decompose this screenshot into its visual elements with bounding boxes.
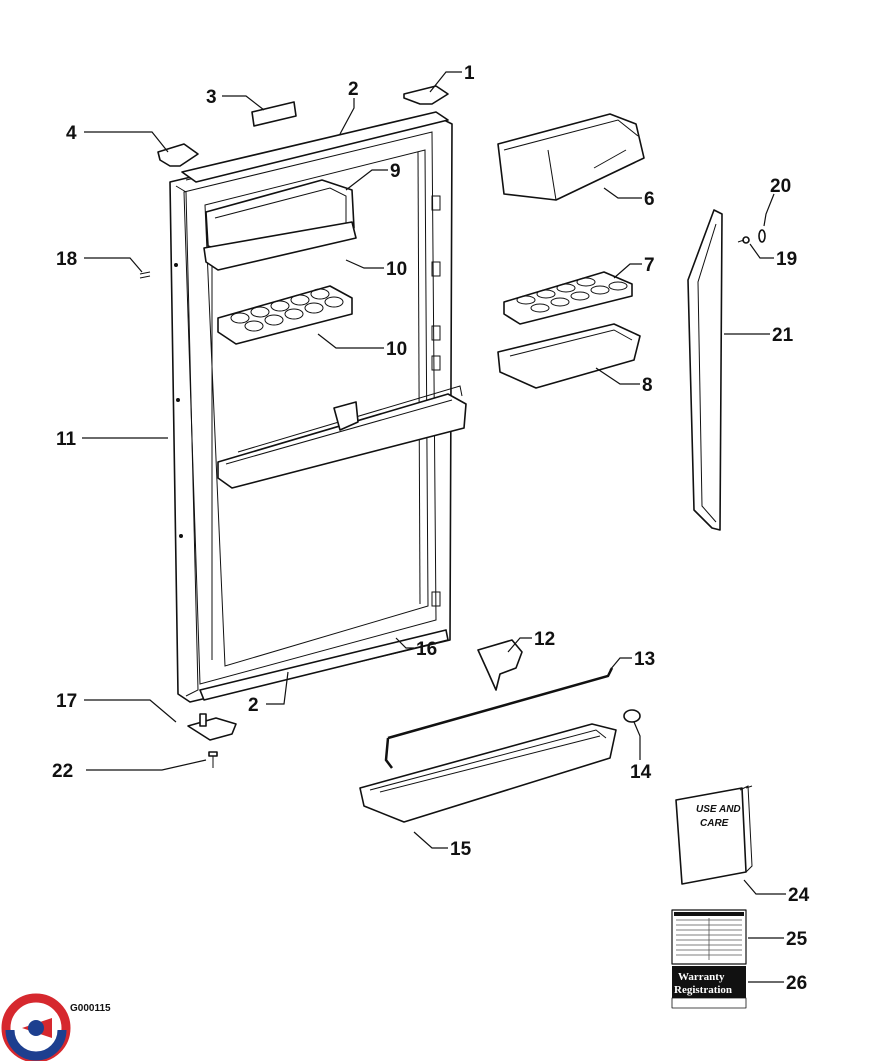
top-hinge	[157, 143, 199, 167]
callout-numbers: 1 2 3 4 6 7 8 9 10 10 11 12 13 14 15 16 …	[52, 63, 810, 994]
hinge-screw	[208, 751, 218, 768]
diagram-code: G000115	[70, 1003, 111, 1014]
brand-logo	[1, 993, 71, 1061]
door-handle-inner	[697, 223, 717, 523]
callout-4: 4	[66, 123, 77, 144]
door-egg-shelf	[217, 285, 353, 345]
callout-7: 7	[644, 255, 655, 276]
door-bottom-shelf	[217, 385, 467, 489]
trim-plate	[251, 101, 297, 127]
callout-24: 24	[788, 885, 810, 906]
door-screw	[139, 271, 151, 279]
callout-18: 18	[56, 249, 77, 270]
egg-tray	[503, 271, 633, 325]
hinge-pin	[199, 713, 207, 727]
callout-11: 11	[56, 429, 77, 450]
callout-10-upper: 10	[386, 259, 407, 280]
small-door-bin	[497, 323, 641, 389]
handle-screw	[737, 236, 750, 244]
callout-19: 19	[776, 249, 797, 270]
leader-lines	[82, 71, 786, 983]
door-handle	[687, 209, 723, 531]
hinge-cap	[403, 85, 449, 105]
bar-retainer	[477, 639, 523, 691]
shelf-bar	[384, 667, 614, 769]
callout-2-bottom: 2	[248, 695, 259, 716]
callout-15: 15	[450, 839, 472, 860]
callout-8: 8	[642, 375, 653, 396]
callout-26: 26	[786, 973, 807, 994]
callout-21: 21	[772, 325, 794, 346]
use-and-care-manual: USE AND CARE	[675, 785, 753, 885]
warranty-card: Warranty Registration	[671, 966, 747, 1009]
manual-title-line1: USE AND	[696, 804, 741, 815]
manual-title-line2: CARE	[700, 818, 729, 829]
callout-1: 1	[464, 63, 475, 84]
callout-25: 25	[786, 929, 808, 950]
dairy-compartment	[203, 179, 357, 271]
callout-6: 6	[644, 189, 655, 210]
top-trim	[181, 111, 449, 183]
callout-22: 22	[52, 761, 73, 782]
callout-12: 12	[534, 629, 555, 650]
callout-10-lower: 10	[386, 339, 407, 360]
warranty-line1: Warranty	[678, 971, 725, 983]
callout-16: 16	[416, 639, 437, 660]
warranty-line2: Registration	[674, 984, 732, 996]
callout-9: 9	[390, 161, 401, 182]
callout-14: 14	[630, 762, 652, 783]
bottom-door-shelf	[359, 723, 617, 823]
dairy-door	[497, 113, 645, 201]
callout-17: 17	[56, 691, 77, 712]
screw-cover	[758, 229, 766, 243]
callout-3: 3	[206, 87, 217, 108]
bottom-trim	[199, 629, 449, 701]
callout-20: 20	[770, 176, 791, 197]
callout-13: 13	[634, 649, 655, 670]
bottom-hinge	[187, 717, 237, 741]
callout-2-top: 2	[348, 79, 359, 100]
registration-form	[671, 909, 747, 965]
bar-end-cap	[623, 709, 641, 723]
